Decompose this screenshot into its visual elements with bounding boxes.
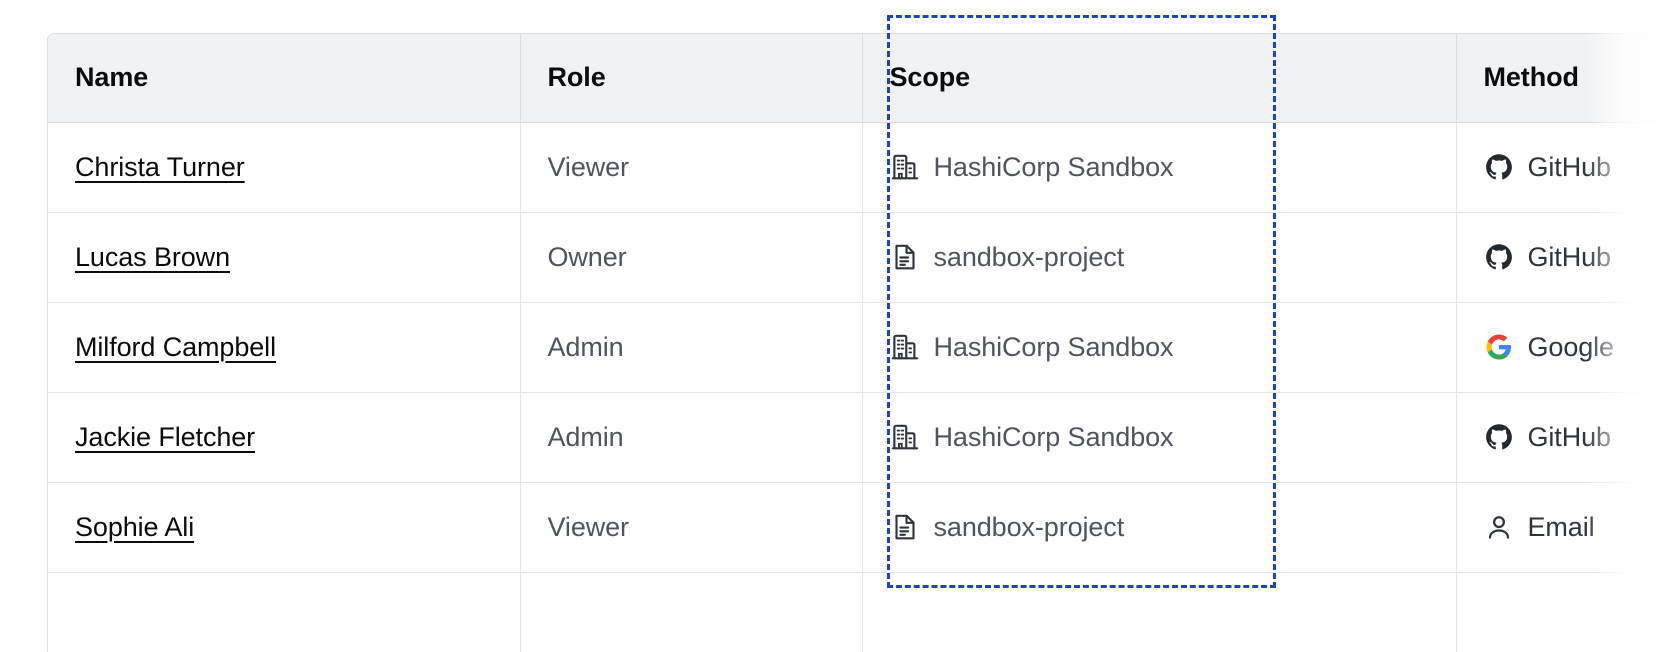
members-table: Name Role Scope Method Christa Turner Vi… bbox=[48, 34, 1672, 652]
cell-scope: HashiCorp Sandbox bbox=[862, 392, 1457, 483]
organization-icon bbox=[891, 154, 918, 180]
member-name-link[interactable]: Christa Turner bbox=[75, 151, 245, 182]
table-header-row: Name Role Scope Method bbox=[48, 34, 1672, 123]
github-icon bbox=[1485, 154, 1512, 180]
cell-role: Admin bbox=[520, 302, 863, 393]
column-header-role[interactable]: Role bbox=[520, 34, 863, 123]
cell-scope: HashiCorp Sandbox bbox=[862, 122, 1457, 213]
column-header-name[interactable]: Name bbox=[48, 34, 521, 123]
cell-method bbox=[1456, 572, 1672, 652]
cell-name bbox=[48, 572, 521, 652]
cell-name: Milford Campbell bbox=[48, 302, 521, 393]
cell-scope: HashiCorp Sandbox bbox=[862, 302, 1457, 393]
cell-role: Admin bbox=[520, 392, 863, 483]
member-name-link[interactable]: Lucas Brown bbox=[75, 241, 230, 272]
cell-name: Lucas Brown bbox=[48, 212, 521, 303]
table-row[interactable]: Jackie Fletcher Admin bbox=[48, 392, 1672, 483]
table-row[interactable] bbox=[48, 572, 1672, 652]
method-label: Email bbox=[1527, 511, 1595, 542]
scope-label: HashiCorp Sandbox bbox=[933, 331, 1174, 362]
cell-role: Viewer bbox=[520, 122, 863, 213]
github-icon bbox=[1485, 424, 1512, 450]
scope-label: sandbox-project bbox=[933, 241, 1125, 272]
cell-role: Owner bbox=[520, 212, 863, 303]
organization-icon bbox=[891, 424, 918, 450]
table-header: Name Role Scope Method bbox=[48, 34, 1672, 123]
table-row[interactable]: Lucas Brown Owner sandbox-project bbox=[48, 212, 1672, 303]
table-row[interactable]: Sophie Ali Viewer sandbox-project bbox=[48, 482, 1672, 573]
column-header-scope[interactable]: Scope bbox=[862, 34, 1457, 123]
cell-scope bbox=[862, 572, 1457, 652]
method-label: GitHub bbox=[1527, 151, 1612, 182]
members-table-container: Name Role Scope Method Christa Turner Vi… bbox=[47, 33, 1672, 652]
scope-label: HashiCorp Sandbox bbox=[933, 421, 1174, 452]
project-document-icon bbox=[894, 514, 915, 540]
user-icon bbox=[1488, 516, 1509, 539]
method-label: GitHub bbox=[1527, 241, 1612, 272]
cell-name: Jackie Fletcher bbox=[48, 392, 521, 483]
table-body: Christa Turner Viewer bbox=[48, 122, 1672, 652]
cell-name: Christa Turner bbox=[48, 122, 521, 213]
scope-label: sandbox-project bbox=[933, 511, 1125, 542]
organization-icon bbox=[891, 334, 918, 360]
project-document-icon bbox=[894, 244, 915, 270]
cell-method: GitHub bbox=[1456, 212, 1672, 303]
cell-method: GitHub bbox=[1456, 122, 1672, 213]
cell-role bbox=[520, 572, 863, 652]
table-row[interactable]: Christa Turner Viewer bbox=[48, 122, 1672, 213]
column-header-method[interactable]: Method bbox=[1456, 34, 1672, 123]
role-label: Admin bbox=[547, 331, 624, 362]
role-label: Viewer bbox=[547, 151, 630, 182]
cell-scope: sandbox-project bbox=[862, 482, 1457, 573]
cell-method: GitHub bbox=[1456, 392, 1672, 483]
scope-label: HashiCorp Sandbox bbox=[933, 151, 1174, 182]
method-label: GitHub bbox=[1527, 421, 1612, 452]
cell-scope: sandbox-project bbox=[862, 212, 1457, 303]
member-name-link[interactable]: Sophie Ali bbox=[75, 511, 195, 542]
google-icon bbox=[1486, 334, 1511, 360]
role-label: Viewer bbox=[547, 511, 630, 542]
cell-method: Google bbox=[1456, 302, 1672, 393]
table-row[interactable]: Milford Campbell Admin bbox=[48, 302, 1672, 393]
member-name-link[interactable]: Jackie Fletcher bbox=[75, 421, 256, 452]
role-label: Owner bbox=[547, 241, 627, 272]
cell-method: Email bbox=[1456, 482, 1672, 573]
member-name-link[interactable]: Milford Campbell bbox=[75, 331, 276, 362]
cell-role: Viewer bbox=[520, 482, 863, 573]
role-label: Admin bbox=[547, 421, 624, 452]
method-label: Google bbox=[1527, 331, 1615, 362]
cell-name: Sophie Ali bbox=[48, 482, 521, 573]
github-icon bbox=[1485, 244, 1512, 270]
